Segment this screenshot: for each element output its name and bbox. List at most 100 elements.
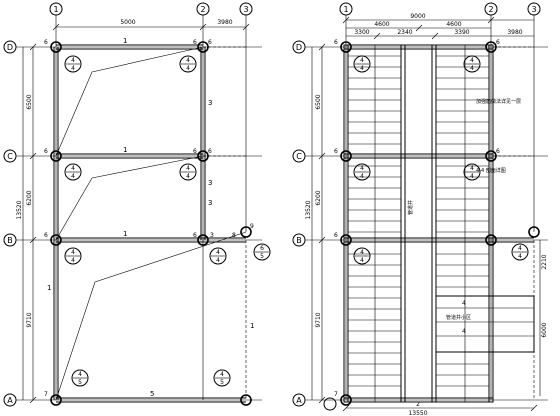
column-node: 7 4 5 — [44, 369, 89, 406]
svg-text:4: 4 — [360, 165, 364, 172]
beam-label: 1 — [47, 284, 51, 292]
svg-text:4: 4 — [360, 257, 364, 264]
right-dim-top: 9000 4600 4600 3300 2340 3390 3980 — [342, 13, 534, 40]
column-node: 6 6 4 4 — [179, 148, 212, 181]
dim-right-2210: 2210 — [541, 254, 548, 269]
dim-top-sub: 4600 — [446, 21, 461, 28]
column-node: 6 6 4 4 — [179, 39, 212, 73]
svg-text:4: 4 — [216, 257, 220, 264]
left-plan: 1 2 3 5000 3980 D C B A — [3, 2, 271, 407]
right-nodes: 6 4 4 6 4 4 6 4 4 6 — [323, 39, 540, 411]
svg-text:6: 6 — [260, 245, 264, 252]
svg-text:9: 9 — [250, 223, 254, 230]
svg-text:4: 4 — [186, 57, 190, 64]
annotation-stiffener: 加强筋做法详见一层 — [476, 98, 521, 105]
dim-left-b-a: 9710 — [26, 312, 33, 327]
column-node — [528, 226, 540, 238]
svg-text:4: 4 — [186, 173, 190, 180]
svg-text:4: 4 — [71, 173, 75, 180]
axis-label-C: C — [7, 152, 13, 161]
beam-label: 3 — [208, 179, 212, 187]
beam-label: 1 — [123, 37, 127, 45]
svg-text:4: 4 — [71, 249, 75, 256]
beam-label: 1 — [250, 322, 254, 330]
axis-label-A: A — [7, 396, 13, 405]
svg-text:4: 4 — [216, 249, 220, 256]
dim-left-c-b: 6200 — [315, 190, 322, 205]
dim-left-c-b: 6200 — [26, 190, 33, 205]
left-axis-rows: D C B A — [3, 40, 262, 407]
svg-text:6: 6 — [44, 232, 48, 239]
left-dim-top: 5000 3980 — [52, 19, 250, 31]
svg-text:4: 4 — [360, 249, 364, 256]
svg-text:4: 4 — [470, 65, 474, 72]
column-node: 6 4 4 — [463, 148, 500, 181]
svg-text:6: 6 — [496, 39, 500, 46]
svg-text:4: 4 — [186, 165, 190, 172]
svg-text:4: 4 — [71, 257, 75, 264]
dim-left-d-c: 6500 — [26, 94, 33, 109]
dim-top-span: 5000 — [120, 19, 135, 26]
right-annotations: 管道井 加强筋做法详见一层 4-4 剖面详图 — [407, 98, 521, 215]
svg-text:6: 6 — [334, 148, 338, 155]
left-dim-side: 13520 6500 6200 9710 — [16, 43, 37, 404]
svg-text:6: 6 — [193, 148, 197, 155]
box-number: 4 — [462, 300, 466, 307]
column-node: 6 4 4 — [334, 232, 371, 265]
dim-top-span: 9000 — [410, 13, 425, 20]
svg-text:4: 4 — [71, 57, 75, 64]
axis-label-B: B — [296, 236, 302, 245]
dim-top-end: 3980 — [217, 19, 232, 26]
axis-label-2: 2 — [200, 5, 205, 14]
right-dim-side: 13520 6500 6200 9710 — [305, 43, 326, 404]
svg-text:6: 6 — [496, 148, 500, 155]
dim-top-end: 3980 — [507, 29, 522, 36]
svg-text:7: 7 — [44, 391, 48, 398]
axis-label-D: D — [296, 43, 302, 52]
svg-text:4: 4 — [220, 371, 224, 378]
dim-top-sub2: 3390 — [454, 29, 469, 36]
beam-label: 1 — [123, 146, 127, 154]
svg-text:6: 6 — [208, 148, 212, 155]
svg-text:7: 7 — [334, 391, 338, 398]
annotation-section: 4-4 剖面详图 — [476, 167, 506, 174]
axis-label-B: B — [7, 236, 13, 245]
left-beams: 1 1 1 5 3 3 3 1 1 — [47, 37, 254, 403]
axis-label-3: 3 — [243, 5, 248, 14]
svg-text:4: 4 — [71, 165, 75, 172]
svg-text:4: 4 — [470, 173, 474, 180]
dim-right-bottom: 6000 — [541, 322, 548, 337]
column-node: 6 4 4 — [334, 148, 371, 181]
svg-text:4: 4 — [518, 245, 522, 252]
column-node: 6 4 4 — [44, 232, 82, 265]
column-node: 4 5 — [213, 369, 252, 406]
svg-text:5: 5 — [78, 379, 82, 386]
svg-text:3: 3 — [210, 232, 214, 239]
dim-bottom-total: 13550 — [408, 410, 427, 416]
column-node: 4 4 — [485, 234, 529, 261]
svg-text:6: 6 — [208, 39, 212, 46]
column-node: 6 4 4 — [44, 148, 82, 181]
svg-text:5: 5 — [260, 253, 264, 260]
svg-text:4: 4 — [518, 253, 522, 260]
axis-label-1: 1 — [53, 5, 58, 14]
left-nodes: 6 4 4 6 6 4 4 6 4 4 6 — [44, 39, 271, 406]
svg-text:4: 4 — [360, 57, 364, 64]
right-dim-bottom: 2 13550 — [342, 401, 538, 416]
svg-text:8: 8 — [232, 232, 236, 239]
beam-label: 5 — [150, 390, 154, 398]
svg-text:4: 4 — [186, 65, 190, 72]
right-axis-rows: D C B A — [292, 40, 548, 407]
right-annotation-box: 4 管道井小区 4 2210 6000 — [435, 240, 548, 396]
svg-text:6: 6 — [44, 39, 48, 46]
column-node: 6 3 4 4 — [193, 232, 227, 265]
dim-left-total: 13520 — [16, 200, 23, 219]
svg-text:6: 6 — [334, 232, 338, 239]
dim-top-sub2: 3300 — [354, 29, 369, 36]
svg-text:4: 4 — [360, 173, 364, 180]
svg-text:6: 6 — [193, 39, 197, 46]
dim-top-sub: 4600 — [374, 21, 389, 28]
left-bracing — [55, 46, 247, 401]
svg-text:4: 4 — [71, 65, 75, 72]
